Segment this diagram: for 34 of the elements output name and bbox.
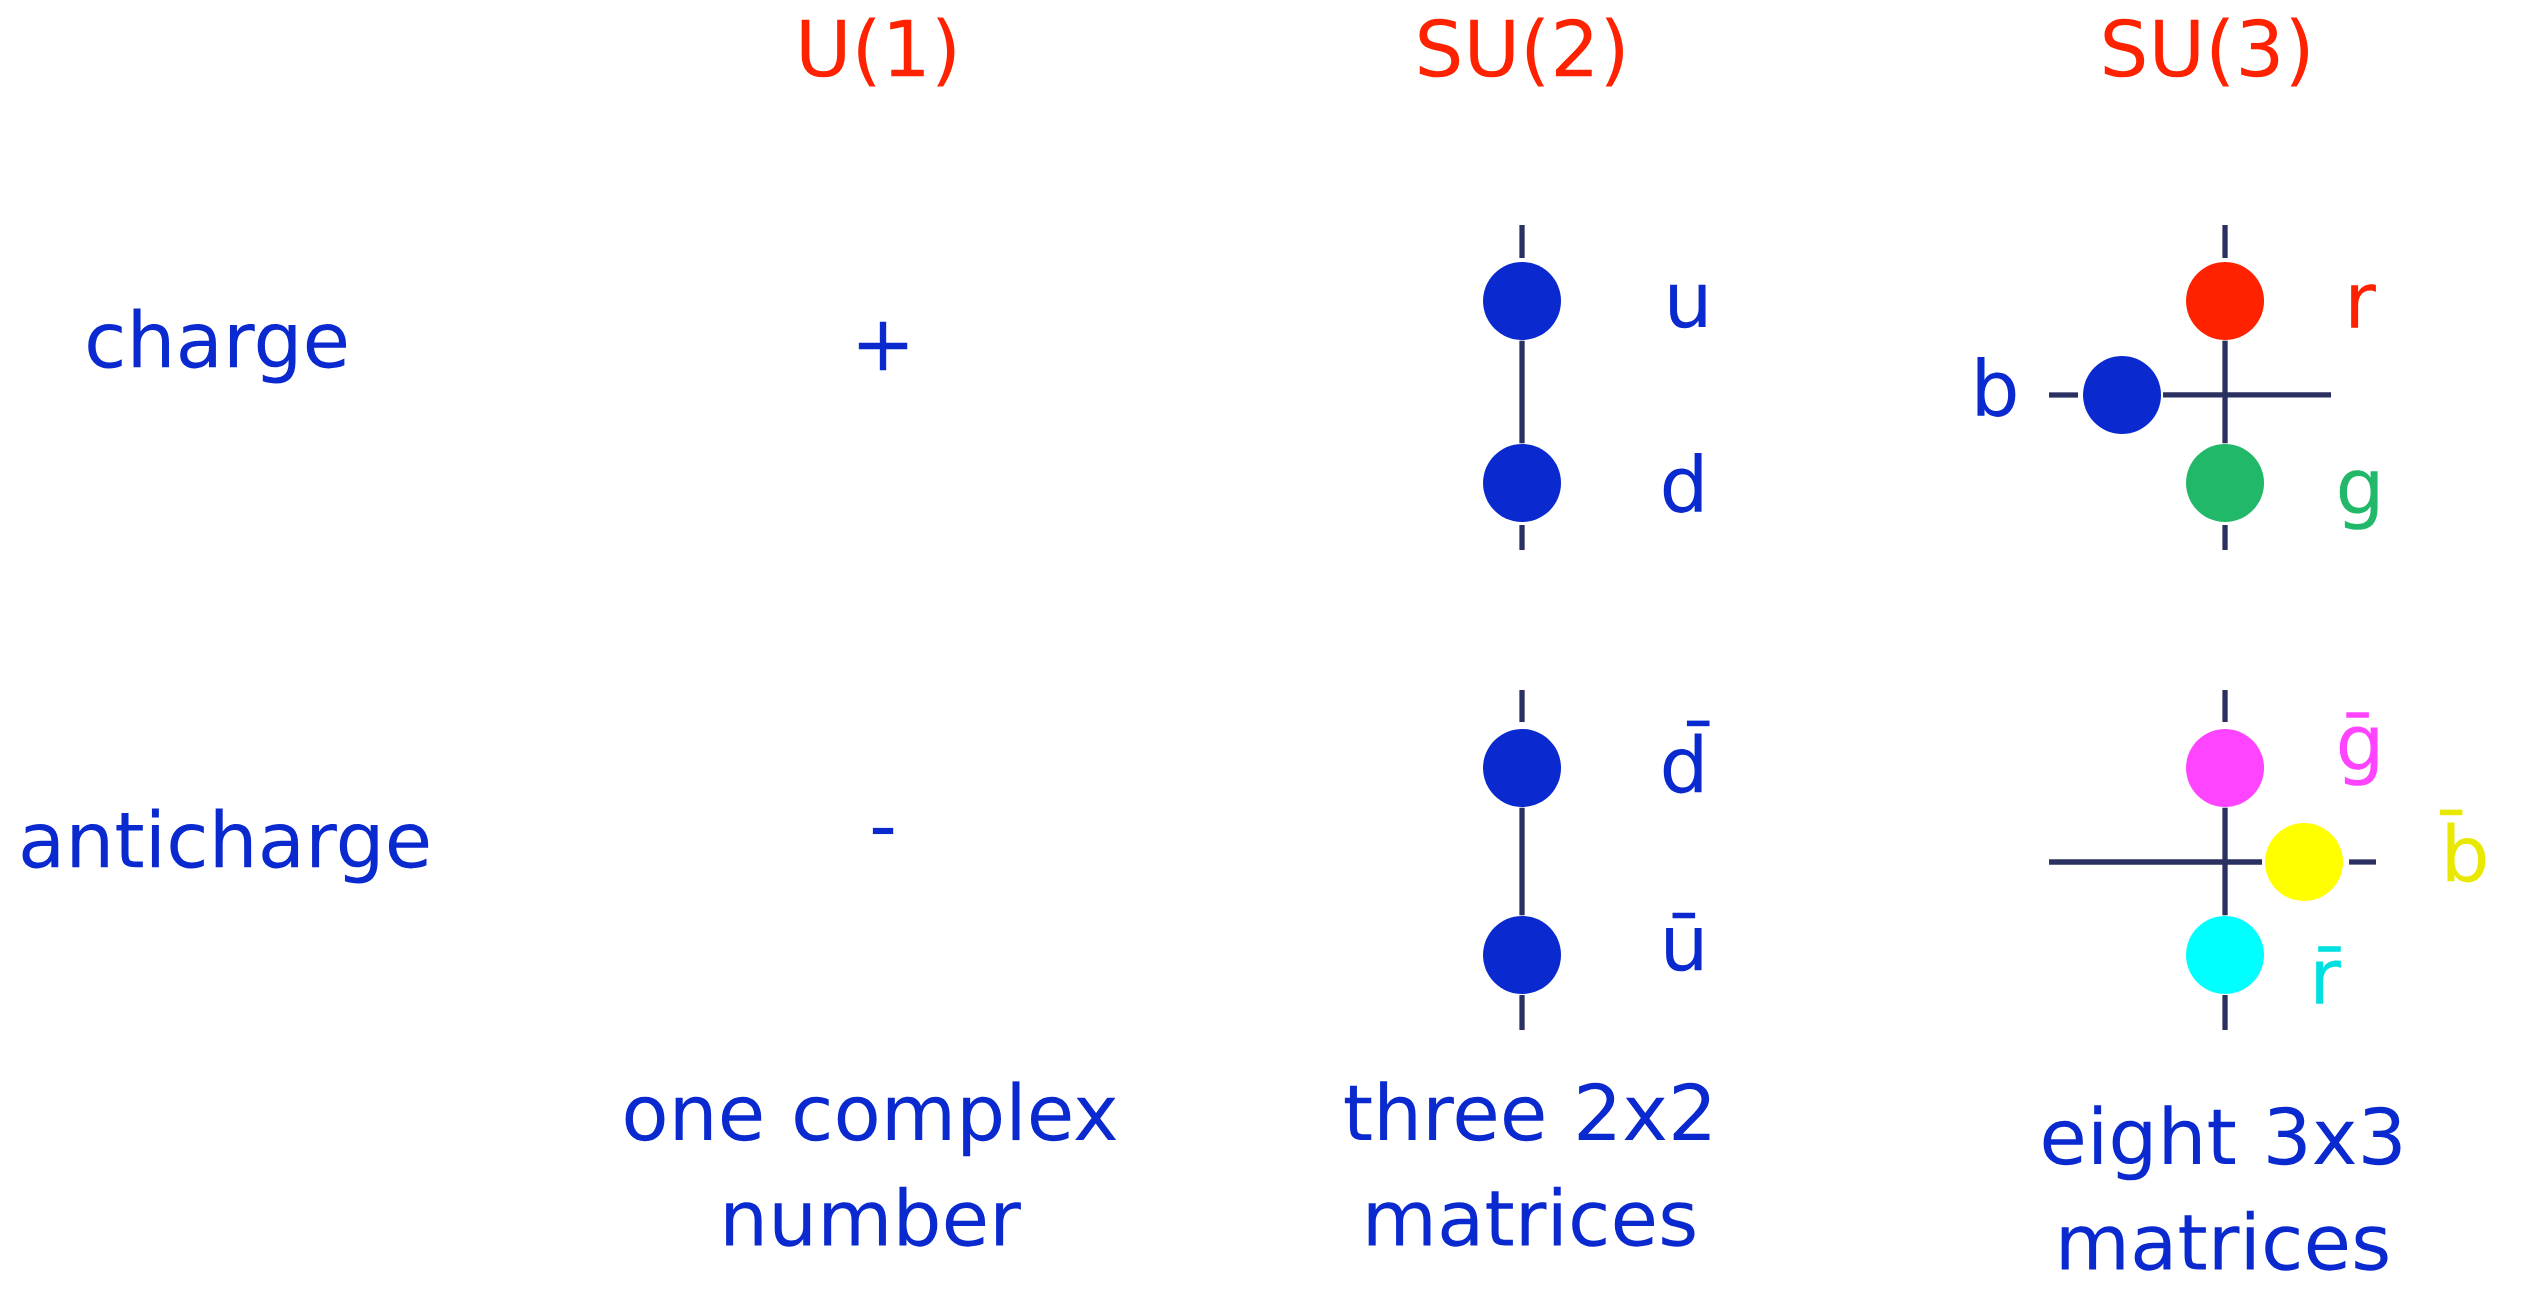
dot-label: d (1663, 453, 1702, 513)
weight-dot (1483, 916, 1561, 994)
dot-label: g (2339, 470, 2378, 530)
weight-dot (2186, 916, 2265, 994)
dot-label: ḡ (2339, 712, 2378, 786)
weight-dot (2186, 262, 2265, 340)
weight-dot (2186, 729, 2265, 807)
connector-line (1519, 807, 1525, 916)
description-text: three 2x2 matrices (1344, 1081, 1710, 1247)
description-text: eight 3x3 matrices (2043, 1105, 2401, 1271)
dot-label: r (2351, 284, 2376, 328)
row-label: anticharge (22, 808, 429, 884)
charge-sign: - (872, 827, 894, 835)
description-text: one complex number (625, 1081, 1117, 1247)
dot-label: u (1670, 283, 1706, 329)
row-label: charge (88, 308, 346, 384)
group-heading: SU(3) (2104, 17, 2308, 87)
weight-dot (2265, 823, 2344, 901)
group-heading: U(1) (801, 17, 955, 87)
charge-sign: + (858, 321, 908, 371)
dot-label: b̄ (2439, 809, 2486, 883)
connector-line (2222, 340, 2228, 444)
weight-dot (1483, 729, 1561, 807)
weight-dot (1483, 262, 1561, 340)
dot-label: d̄ (1663, 720, 1710, 794)
weight-dot (2186, 444, 2265, 522)
dot-label: ū (1666, 912, 1702, 972)
dot-label: r̄ (2316, 946, 2341, 1004)
connector-line (2222, 807, 2228, 916)
group-heading: SU(2) (1419, 17, 1623, 87)
dot-label: b (1977, 357, 2016, 417)
connector-line (1519, 340, 1525, 444)
weight-dot (1483, 444, 1561, 522)
weight-dot (2083, 356, 2162, 434)
